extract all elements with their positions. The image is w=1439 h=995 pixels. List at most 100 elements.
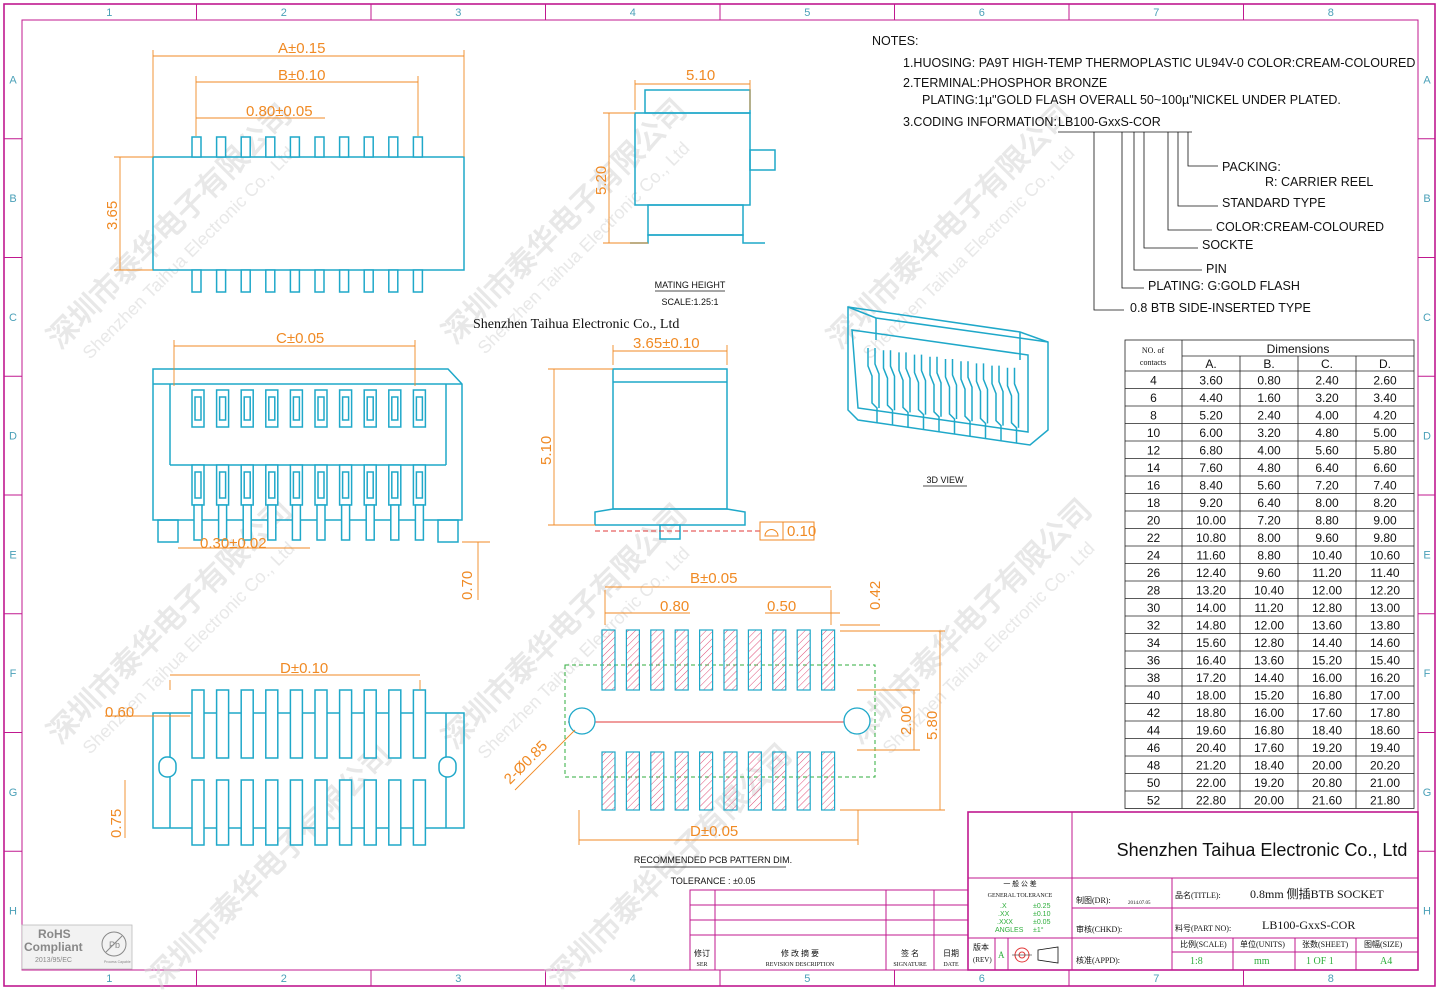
dim-060: 0.60 [105,704,134,721]
pad-bottom [625,751,641,811]
note-3: 3.CODING INFORMATION: [903,115,1057,129]
table-cell: 8.80 [1315,514,1339,528]
table-cell: 19.20 [1254,776,1284,790]
tb-drawn-date: 2014.07.05 [1128,901,1151,906]
pin [289,136,301,158]
tb-tol-cn: 一 般 公 差 [1003,879,1036,888]
watermark-cn-6: 深圳市泰华电子有限公司 [841,493,1098,750]
dim-p042: 0.42 [867,581,884,610]
table-cell: 5.60 [1257,479,1281,493]
table-cell: 24 [1147,549,1161,563]
table-cell: 13.00 [1370,601,1400,615]
tb-sheet-label: 张数(SHEET) [1302,939,1349,949]
contact-window [366,471,374,499]
dim-hole: 2-Ø0.85 [501,737,551,787]
tb-tol-en: GENERAL TOLERANCE [988,893,1053,899]
dim-height-510: 5.10 [538,436,555,465]
contact-lower [265,464,279,506]
pin [314,136,325,158]
table-cell: 6.40 [1315,461,1339,475]
table-cell: 0.80 [1257,374,1281,388]
3d-pin [913,354,925,430]
table-cell: 11.40 [1370,566,1399,580]
contact-window [292,396,301,421]
table-cell: 14.80 [1196,619,1226,633]
table-cell: 13.60 [1312,619,1342,633]
3d-pin-edge [905,352,911,413]
table-cell: 17.80 [1370,706,1400,720]
contact-window [243,396,251,421]
mating-height-label: MATING HEIGHT [655,280,726,290]
table-cell: 7.60 [1199,461,1223,475]
table-cell: 21.20 [1196,759,1226,773]
flatness-callout: 0.10 [787,523,816,540]
table-cell: 15.40 [1370,654,1400,668]
table-cell: 12.00 [1312,584,1342,598]
zone-row-left: B [9,193,16,205]
table-cell: 22.00 [1196,776,1226,790]
table-cell: 42 [1147,706,1161,720]
tb-tol-ang: ANGLES [995,927,1024,934]
rohs-badge-sub: Process Capable [104,960,131,964]
contact-tail [414,504,425,541]
side-view-latch [749,149,776,171]
table-cell: 1.60 [1257,391,1281,405]
table-cell: 5.60 [1315,444,1339,458]
zone-col-bottom: 8 [1328,973,1334,985]
3d-pin-edge [1013,367,1020,428]
side-view-base [647,204,744,236]
bottom-pin-lower [388,779,402,846]
table-cell: 14 [1147,461,1161,475]
tb-tol-x-v: ±0.25 [1033,903,1051,910]
table-cell: 9.60 [1315,531,1339,545]
contact-upper [338,389,353,428]
bottom-pin-lower [363,779,377,846]
table-cell: 34 [1147,636,1161,650]
contact-upper [388,389,402,428]
watermark-en-1: Shenzhen Taihua Electronic Co., Ltd [79,143,299,363]
table-cell: 4.20 [1373,409,1397,423]
contact-tail [193,504,203,541]
zone-col-bottom: 3 [455,973,461,985]
table-cell: 46 [1147,741,1161,755]
table-cell: 7.20 [1257,514,1281,528]
bottom-pin-lower [240,779,254,846]
3d-pin-edge [920,354,927,415]
contact-upper [412,389,427,428]
table-cell: 17.60 [1312,706,1342,720]
pin [363,136,374,158]
zone-row-right: G [1423,787,1432,799]
zone-row-right: C [1423,312,1431,324]
contact-window [218,471,227,499]
zone-col-bottom: 7 [1153,973,1159,985]
table-head-dimensions: Dimensions [1267,342,1330,356]
pcb-pattern-label: RECOMMENDED PCB PATTERN DIM. [634,855,792,865]
zone-col-top: 4 [630,7,636,19]
pad-top [723,629,738,691]
table-cell: 5.20 [1199,409,1223,423]
table-cell: 38 [1147,671,1161,685]
pad-bottom [674,751,689,811]
pcb-hole-left [568,707,596,735]
contact-tail [291,504,302,541]
pad-bottom [723,751,738,811]
pcb-hole-right [843,707,871,735]
dim-p080: 0.80 [660,598,689,615]
bottom-pin-lower [338,779,353,846]
contact-upper [191,389,205,428]
dim-pb: B±0.05 [690,570,737,587]
tb-tol-xxx-v: ±0.05 [1033,919,1051,926]
table-col-header: B. [1263,357,1274,371]
dim-d: D±0.10 [280,660,328,677]
rv-desc-en: REVISION DESCRIPTION [766,962,835,968]
zone-col-top: 6 [979,7,985,19]
bottom-pin-lower [215,779,230,846]
contact-window [366,396,374,421]
